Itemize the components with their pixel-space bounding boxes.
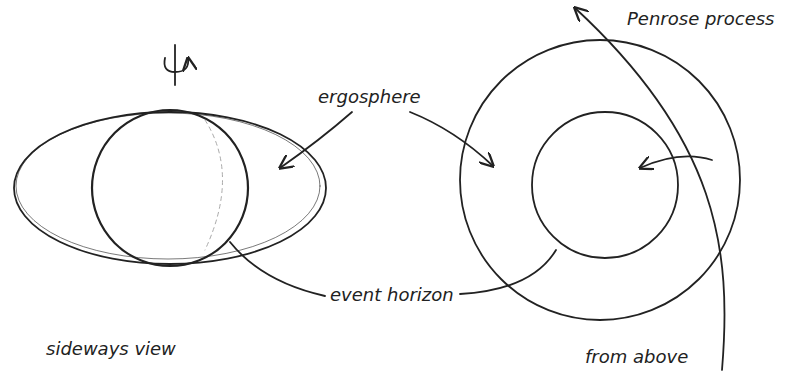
label: event horizon [330, 284, 454, 306]
event-horizon-circle [92, 110, 248, 266]
label: from above [585, 346, 688, 368]
penrose-fragment-arrow [640, 156, 712, 168]
label: ergosphere [318, 86, 421, 108]
hidden-edge [205, 120, 223, 250]
rotation-arrow [164, 58, 188, 72]
rotation-axis [174, 45, 176, 85]
leader-arrow [410, 112, 493, 166]
ergosphere-ellipse [14, 112, 326, 264]
ergosphere-sketch-line [16, 113, 320, 259]
leader-line [230, 242, 325, 296]
event-horizon-circle-top [532, 112, 678, 258]
leader-arrow [280, 112, 352, 168]
penrose-trajectory [575, 8, 725, 370]
ergosphere-circle [460, 40, 740, 320]
label: Penrose process [627, 8, 775, 30]
label: sideways view [46, 338, 176, 360]
leader-line [460, 250, 556, 294]
